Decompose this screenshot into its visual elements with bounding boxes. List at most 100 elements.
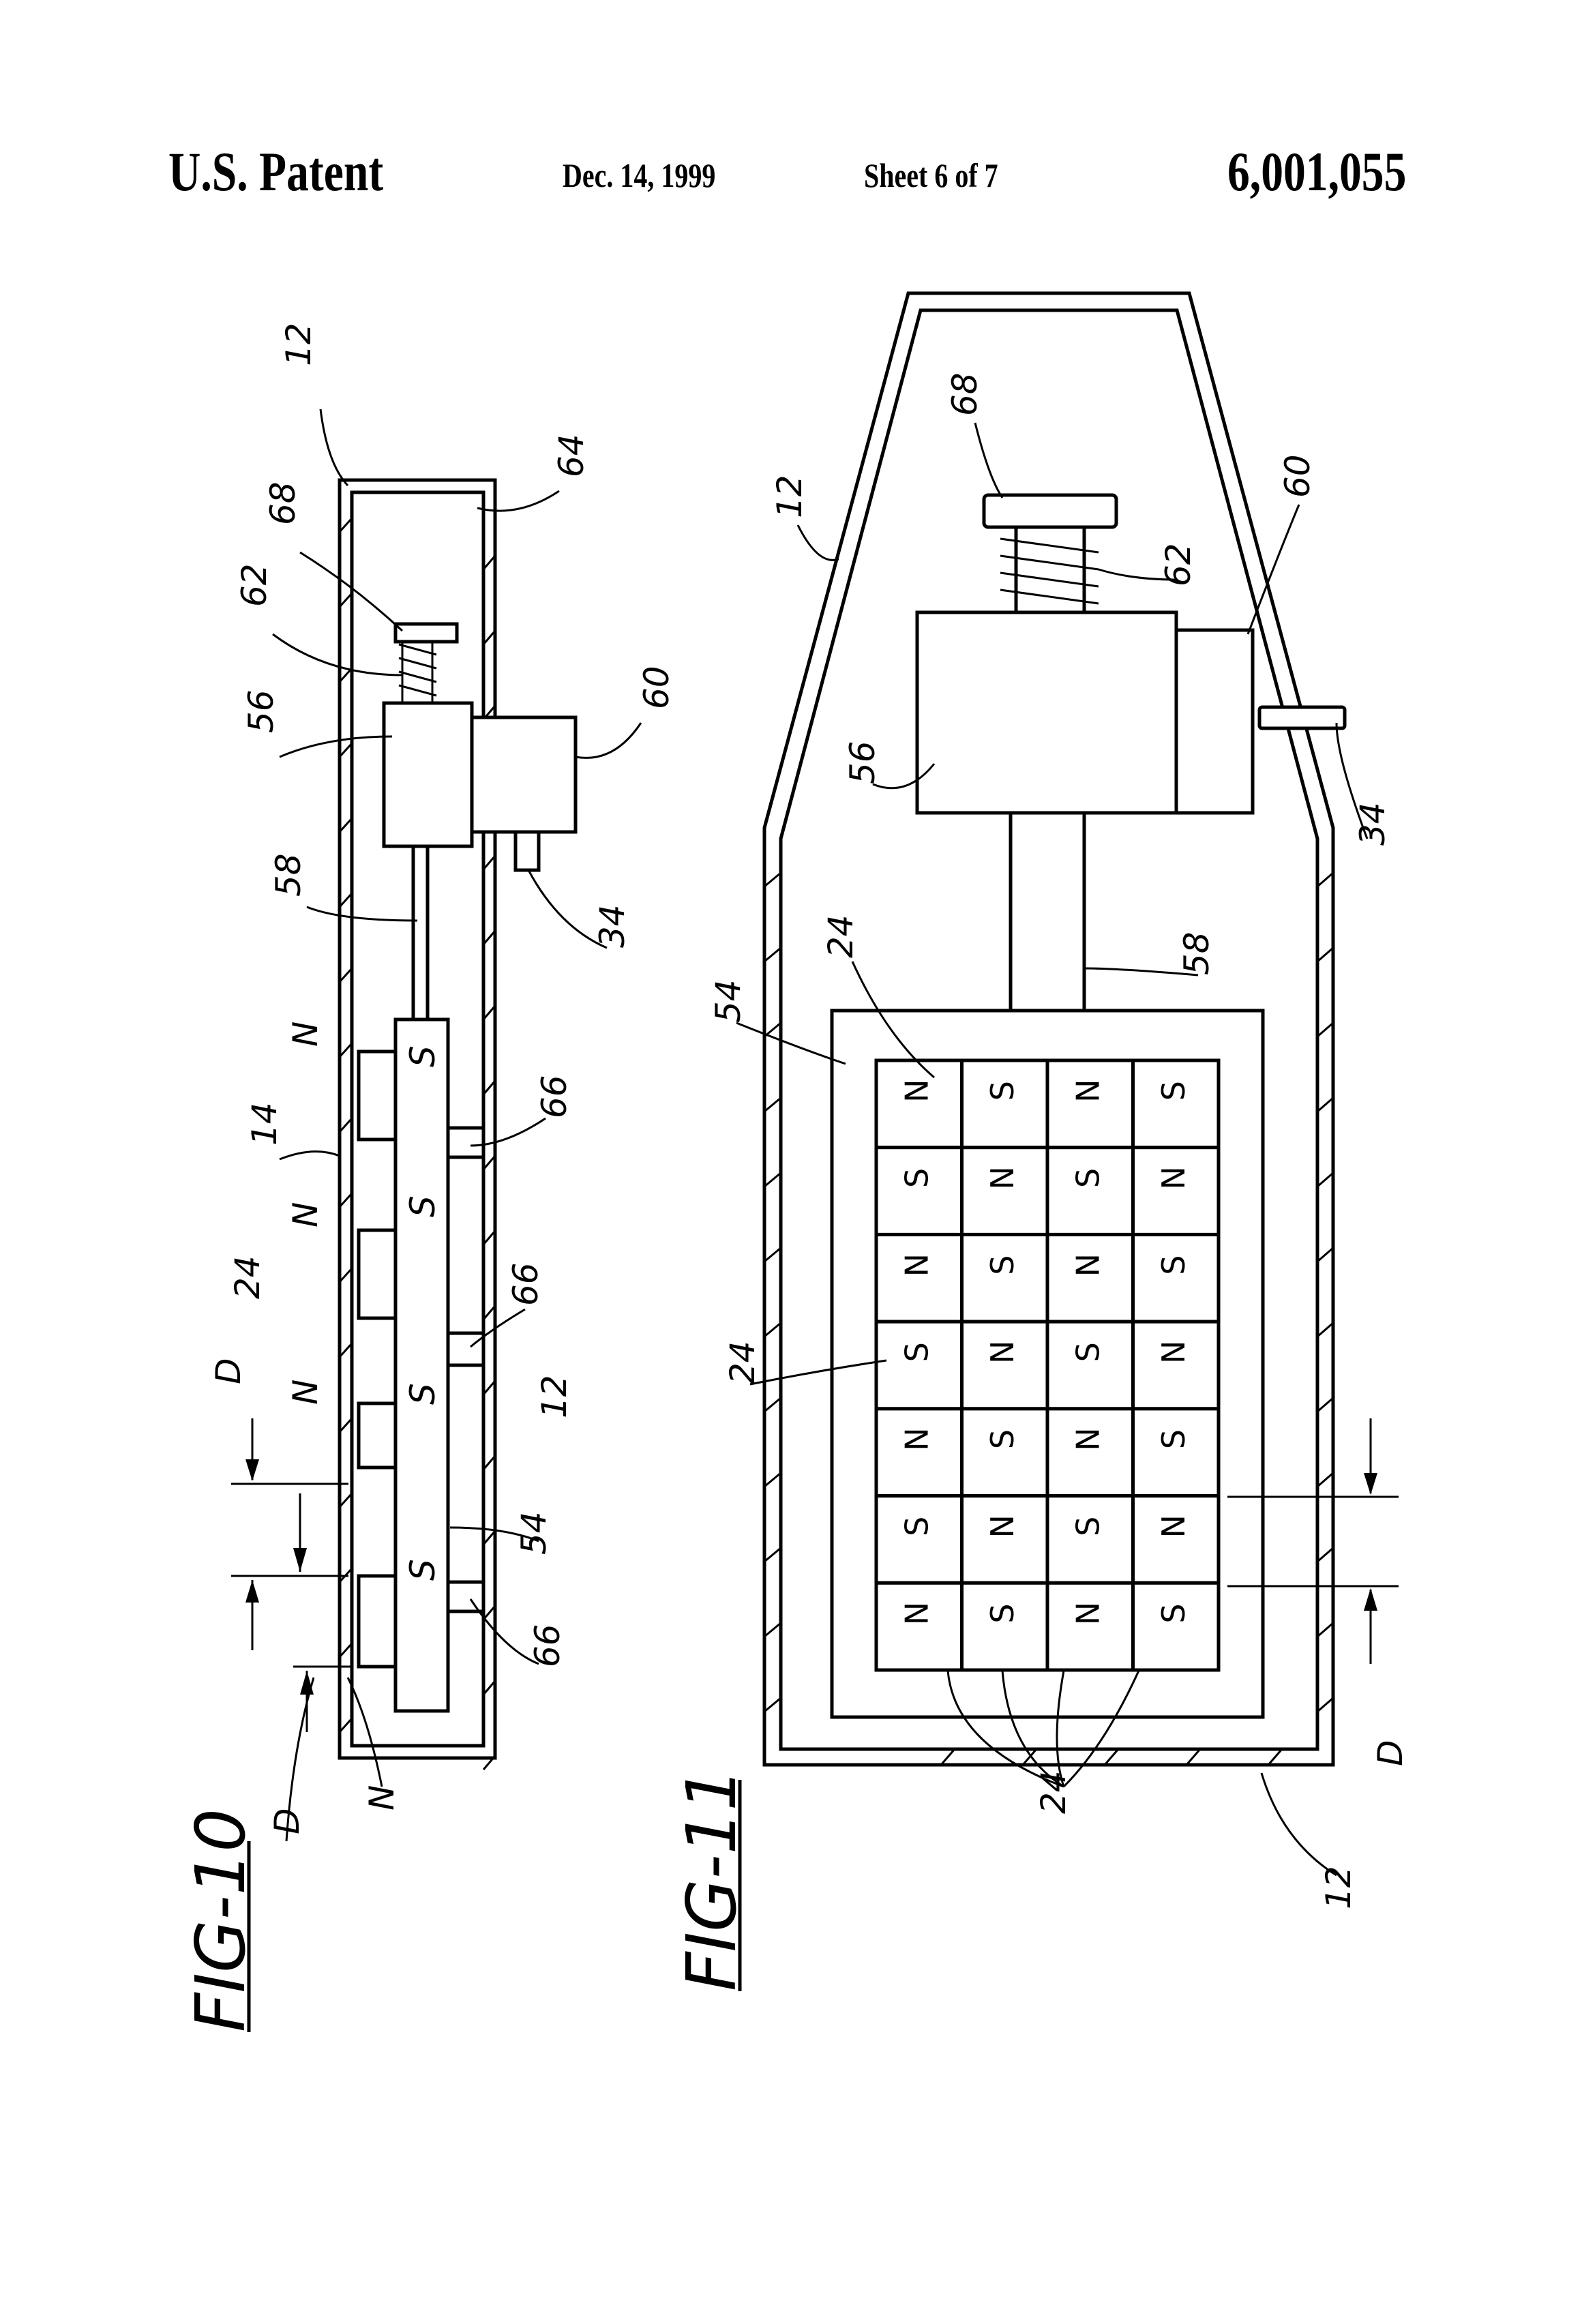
magnet-pole-label: S (1069, 1517, 1106, 1536)
fig11-magnet-grid: NSNSSNSNNSNSSNSNNSNSSNSNNSNS (876, 1060, 1219, 1670)
fig10-label-12: 12 (535, 1375, 574, 1418)
magnet-24 (876, 1322, 962, 1409)
fig11-label-24: 24 (723, 1341, 762, 1384)
fig10-label-68: 68 (263, 481, 303, 525)
fig11-spring-62 (1000, 527, 1099, 612)
magnet-24 (876, 1496, 962, 1583)
hatch-line (1186, 1749, 1200, 1765)
hatch-line (483, 1006, 495, 1019)
fig11-label-58: 58 (1177, 932, 1217, 975)
fig11-label-24: 24 (1034, 1770, 1073, 1814)
fig10-label-60: 60 (637, 666, 676, 709)
magnet-pole-label: N (898, 1079, 935, 1102)
hatch-line (340, 1268, 352, 1282)
hatch-line (1317, 1623, 1333, 1637)
hatch-line (483, 1306, 495, 1320)
fig11-motor-56 (917, 612, 1176, 813)
pole-s: S (403, 1559, 443, 1581)
magnet-24 (962, 1322, 1048, 1409)
magnet-pole-label: N (1069, 1602, 1106, 1625)
hatch-line (1317, 1098, 1333, 1112)
fig10-bar-54 (395, 1019, 448, 1711)
magnet-pole-label: S (984, 1255, 1021, 1275)
magnet-pole-label: S (1155, 1081, 1192, 1101)
magnet-pole-label: S (1155, 1255, 1192, 1275)
fig10-spring-62 (399, 642, 436, 703)
hatch-line (483, 1231, 495, 1245)
fig11-label-62: 62 (1159, 543, 1198, 586)
fig11-title: FIG-11 (672, 1768, 751, 1991)
hatch-line (764, 1623, 781, 1637)
hatch-line (764, 1398, 781, 1412)
hatch-line (483, 1606, 495, 1620)
hatch-line (1317, 1248, 1333, 1262)
magnet-pole-label: N (1155, 1166, 1192, 1189)
fig10-cap-68 (395, 624, 457, 642)
magnet-24 (1133, 1234, 1219, 1322)
fig11-gear-60 (1176, 630, 1253, 813)
hatch-line (340, 1193, 352, 1207)
fig10-spacer-66 (448, 1582, 483, 1611)
hatch-line (483, 1156, 495, 1170)
magnet-24 (962, 1583, 1048, 1670)
hatch-line (340, 593, 352, 607)
magnet-pole-label: N (1155, 1515, 1192, 1538)
magnet-24 (962, 1060, 1048, 1148)
hatch-line (764, 1698, 781, 1712)
fig11-label-12: 12 (770, 475, 809, 518)
magnet-pole-label: S (898, 1517, 935, 1536)
magnet-24 (1047, 1583, 1133, 1670)
fig11-dimension-arrows (1364, 1473, 1377, 1611)
hatch-line (483, 631, 495, 644)
hatch-line (340, 1043, 352, 1057)
hatch-line (941, 1749, 955, 1765)
fig11-label-24: 24 (821, 914, 861, 958)
fig10-label-58: 58 (269, 853, 308, 897)
magnet-pole-label: N (898, 1253, 935, 1277)
fig10-spacer-66 (448, 1128, 483, 1157)
magnet-24 (962, 1148, 1048, 1235)
magnet-24 (876, 1060, 962, 1148)
hatch-line (1317, 873, 1333, 887)
fig11-label-56: 56 (843, 741, 882, 784)
fig10-gear-60 (472, 717, 576, 832)
magnet-pole-label: S (984, 1081, 1021, 1101)
fig11-label-34: 34 (1353, 802, 1392, 846)
magnet-pole-label: N (1069, 1079, 1106, 1102)
magnet-24 (876, 1234, 962, 1322)
hatch-line (764, 948, 781, 962)
fig10-rod-58 (413, 846, 428, 1019)
hatch-line (1105, 1749, 1118, 1765)
hatch-line (340, 743, 352, 757)
magnet-24 (1047, 1322, 1133, 1409)
fig10-motor-56 (384, 703, 472, 846)
fig10-label-62: 62 (235, 563, 274, 607)
hatch-line (483, 1531, 495, 1545)
hatch-line (483, 1681, 495, 1695)
magnet-24 (876, 1148, 962, 1235)
fig10-spacer-66 (448, 1333, 483, 1365)
hatch-line (340, 1418, 352, 1432)
magnet-24 (876, 1409, 962, 1496)
hatch-line (1317, 948, 1333, 962)
pole-n: N (286, 1380, 325, 1405)
magnet-pole-label: S (984, 1603, 1021, 1623)
fig10-label-66: 66 (535, 1075, 574, 1118)
magnet-pole-label: N (984, 1515, 1021, 1538)
fig11-knob-34 (1259, 707, 1345, 728)
magnet-24 (1047, 1234, 1133, 1322)
fig10-label-d: D (267, 1808, 307, 1834)
hatch-line (340, 1718, 352, 1732)
hatch-line (1317, 1698, 1333, 1712)
magnet-pole-label: S (1069, 1168, 1106, 1188)
pole-s: S (403, 1383, 443, 1405)
magnet-pole-label: S (1155, 1429, 1192, 1449)
hatch-line (483, 1381, 495, 1395)
hatch-line (764, 1248, 781, 1262)
fig10-label-24: 24 (228, 1255, 267, 1299)
hatch-line (483, 556, 495, 569)
fig10-label-34: 34 (593, 904, 632, 948)
hatch-line (764, 1098, 781, 1112)
fig10-magnet-24 (359, 1230, 395, 1318)
